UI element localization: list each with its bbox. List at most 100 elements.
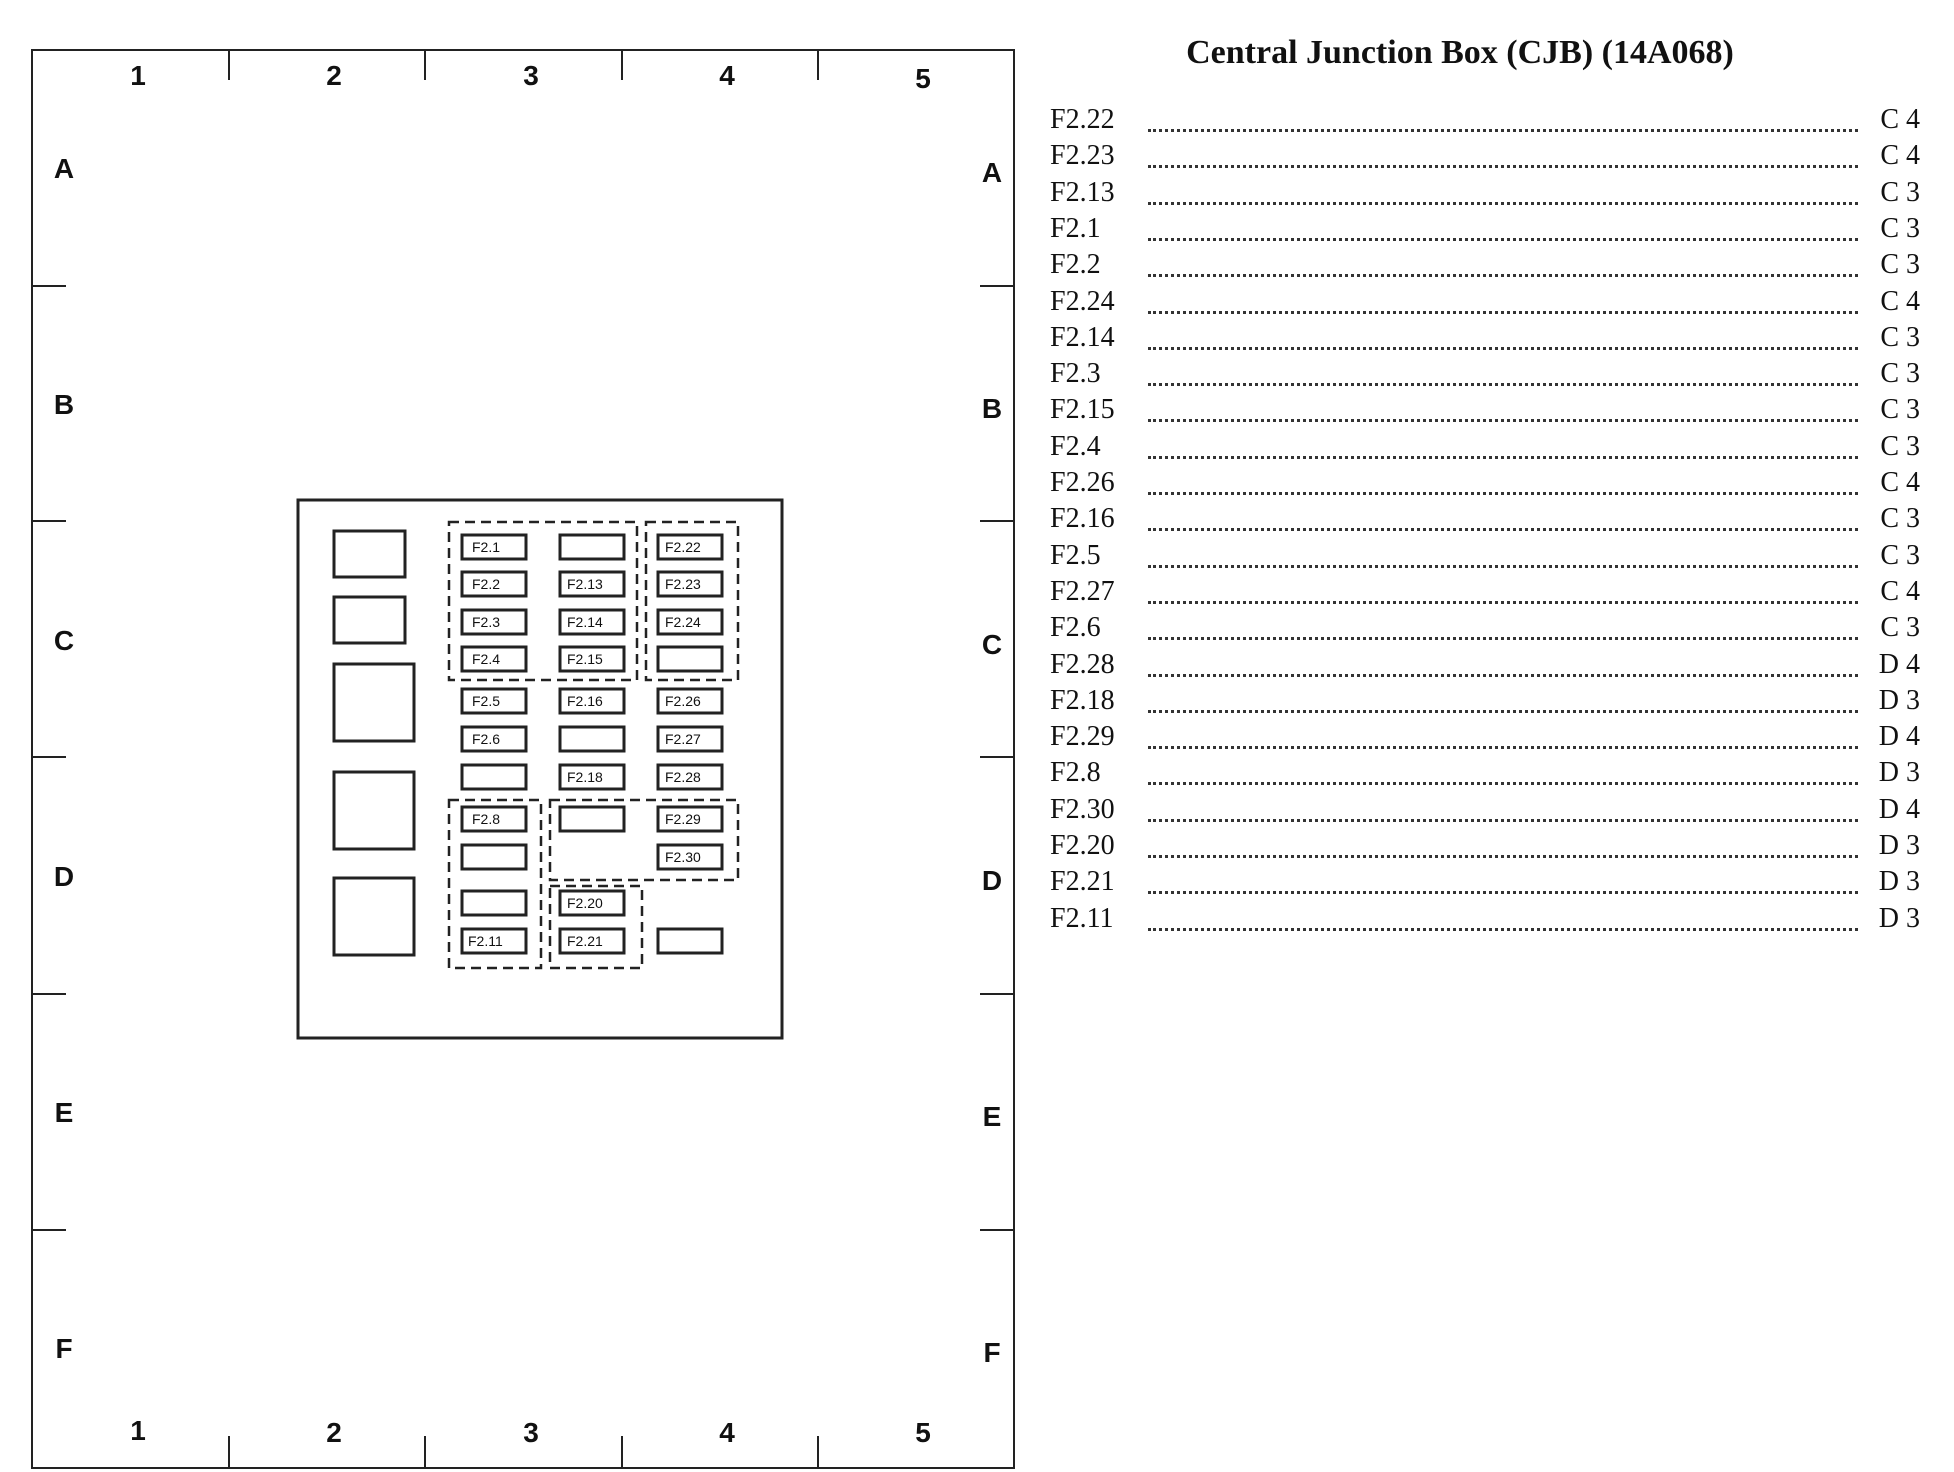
empty-fuse-slot: [558, 805, 626, 833]
fuse-f2-13[interactable]: F2.13: [558, 570, 626, 598]
index-title: Central Junction Box (CJB) (14A068): [1186, 34, 1734, 71]
fuse-f2-26[interactable]: F2.26: [656, 687, 724, 715]
index-grid-location: D 4: [1878, 721, 1920, 753]
row-label-left: C: [54, 625, 74, 656]
index-grid-location: C 4: [1880, 285, 1920, 317]
fuse-f2-5[interactable]: F2.5: [460, 687, 528, 715]
fuse-f2-3[interactable]: F2.3: [460, 608, 528, 636]
row-label-right: A: [982, 157, 1002, 188]
fuse-label: F2.23: [665, 576, 701, 592]
fuse-group-outline: [447, 520, 639, 682]
fuse-label: F2.24: [665, 614, 701, 630]
fuse-label: F2.22: [665, 539, 701, 555]
fuse-group-outline: [548, 884, 644, 970]
index-fuse-id: F2.27: [1050, 575, 1115, 607]
column-label-bottom: 1: [130, 1415, 146, 1446]
index-fuse-id: F2.1: [1050, 212, 1101, 244]
column-ticks-bottom: [228, 1436, 819, 1468]
index-fuse-id: F2.18: [1050, 684, 1115, 716]
row-label-left: E: [55, 1097, 74, 1128]
fuse-f2-21[interactable]: F2.21: [558, 927, 626, 955]
fuse-f2-6[interactable]: F2.6: [460, 725, 528, 753]
index-fuse-id: F2.8: [1050, 757, 1101, 789]
fuse-f2-14[interactable]: F2.14: [558, 608, 626, 636]
index-fuse-id: F2.28: [1050, 648, 1115, 680]
fuse-label: F2.27: [665, 731, 701, 747]
index-grid-location: C 3: [1880, 321, 1920, 353]
fuse-label: F2.29: [665, 811, 701, 827]
fuse-f2-8[interactable]: F2.8: [460, 805, 528, 833]
relay-block: [332, 529, 407, 579]
fuse-f2-11[interactable]: F2.11: [460, 927, 528, 955]
fuse-label: F2.14: [567, 614, 603, 630]
index-fuse-id: F2.29: [1050, 721, 1115, 753]
fuse-label: F2.1: [472, 539, 500, 555]
fuse-f2-15[interactable]: F2.15: [558, 645, 626, 673]
index-grid-location: D 3: [1878, 757, 1920, 789]
index-fuse-id: F2.21: [1050, 866, 1115, 898]
dotted-leader: [1148, 492, 1858, 495]
dotted-leader: [1148, 782, 1858, 786]
fuse-group-outline: [644, 520, 740, 682]
row-label-left: F: [55, 1333, 72, 1364]
index-grid-location: C 3: [1880, 249, 1920, 281]
index-fuse-id: F2.3: [1050, 358, 1101, 390]
dotted-leader: [1148, 709, 1858, 713]
fuse-f2-18[interactable]: F2.18: [558, 763, 626, 791]
empty-fuse-slot: [558, 725, 626, 753]
fuse-label: F2.3: [472, 614, 500, 630]
relay-block: [332, 876, 416, 957]
fuse-label: F2.30: [665, 849, 701, 865]
fuse-f2-24[interactable]: F2.24: [656, 608, 724, 636]
column-label-top: 4: [719, 60, 735, 91]
fuse-f2-16[interactable]: F2.16: [558, 687, 626, 715]
index-row: F2.18 D 3: [1050, 683, 1920, 719]
fuse-label: F2.6: [472, 731, 500, 747]
column-label-bottom: 3: [523, 1417, 539, 1448]
fuse-f2-22[interactable]: F2.22: [656, 533, 724, 561]
index-fuse-id: F2.24: [1050, 285, 1115, 317]
column-label-bottom: 4: [719, 1417, 735, 1448]
column-label-top: 5: [915, 63, 931, 94]
index-fuse-id: F2.11: [1050, 902, 1114, 934]
fuse-f2-1[interactable]: F2.1: [460, 533, 528, 561]
dotted-leader: [1148, 855, 1858, 858]
fuse-label: F2.20: [567, 895, 603, 911]
fuse-group-outline: [548, 798, 740, 882]
fuse-f2-20[interactable]: F2.20: [558, 889, 626, 917]
index-grid-location: D 3: [1878, 684, 1920, 716]
index-row: F2.29 D 4: [1050, 719, 1920, 755]
fuse-label: F2.11: [468, 933, 503, 949]
fuse-f2-27[interactable]: F2.27: [656, 725, 724, 753]
dotted-leader: [1148, 419, 1858, 423]
index-grid-location: D 4: [1878, 793, 1920, 825]
index-grid-location: C 4: [1880, 467, 1920, 498]
empty-fuse-slot: [656, 645, 724, 673]
index-row: F2.8 D 3: [1050, 755, 1920, 791]
relay-blocks: [332, 529, 416, 957]
relay-block: [332, 595, 407, 645]
index-fuse-id: F2.30: [1050, 793, 1115, 825]
index-grid-location: C 3: [1880, 394, 1920, 426]
fuse-f2-23[interactable]: F2.23: [656, 570, 724, 598]
column-ticks-top: [228, 50, 819, 80]
dotted-leader: [1148, 201, 1858, 205]
dotted-leader: [1148, 927, 1858, 931]
empty-fuse-slot: [460, 763, 528, 791]
fuse-f2-2[interactable]: F2.2: [460, 570, 528, 598]
fuse-f2-30[interactable]: F2.30: [656, 843, 724, 871]
fuse-group-outlines: [447, 520, 740, 970]
fuse-f2-28[interactable]: F2.28: [656, 763, 724, 791]
index-fuse-id: F2.6: [1050, 612, 1101, 644]
row-label-left: B: [54, 389, 74, 420]
fuse-label: F2.4: [472, 651, 500, 667]
fuse-label: F2.15: [567, 651, 603, 667]
column-label-top: 1: [130, 60, 146, 91]
fuse-f2-29[interactable]: F2.29: [656, 805, 724, 833]
fuse-f2-4[interactable]: F2.4: [460, 645, 528, 673]
